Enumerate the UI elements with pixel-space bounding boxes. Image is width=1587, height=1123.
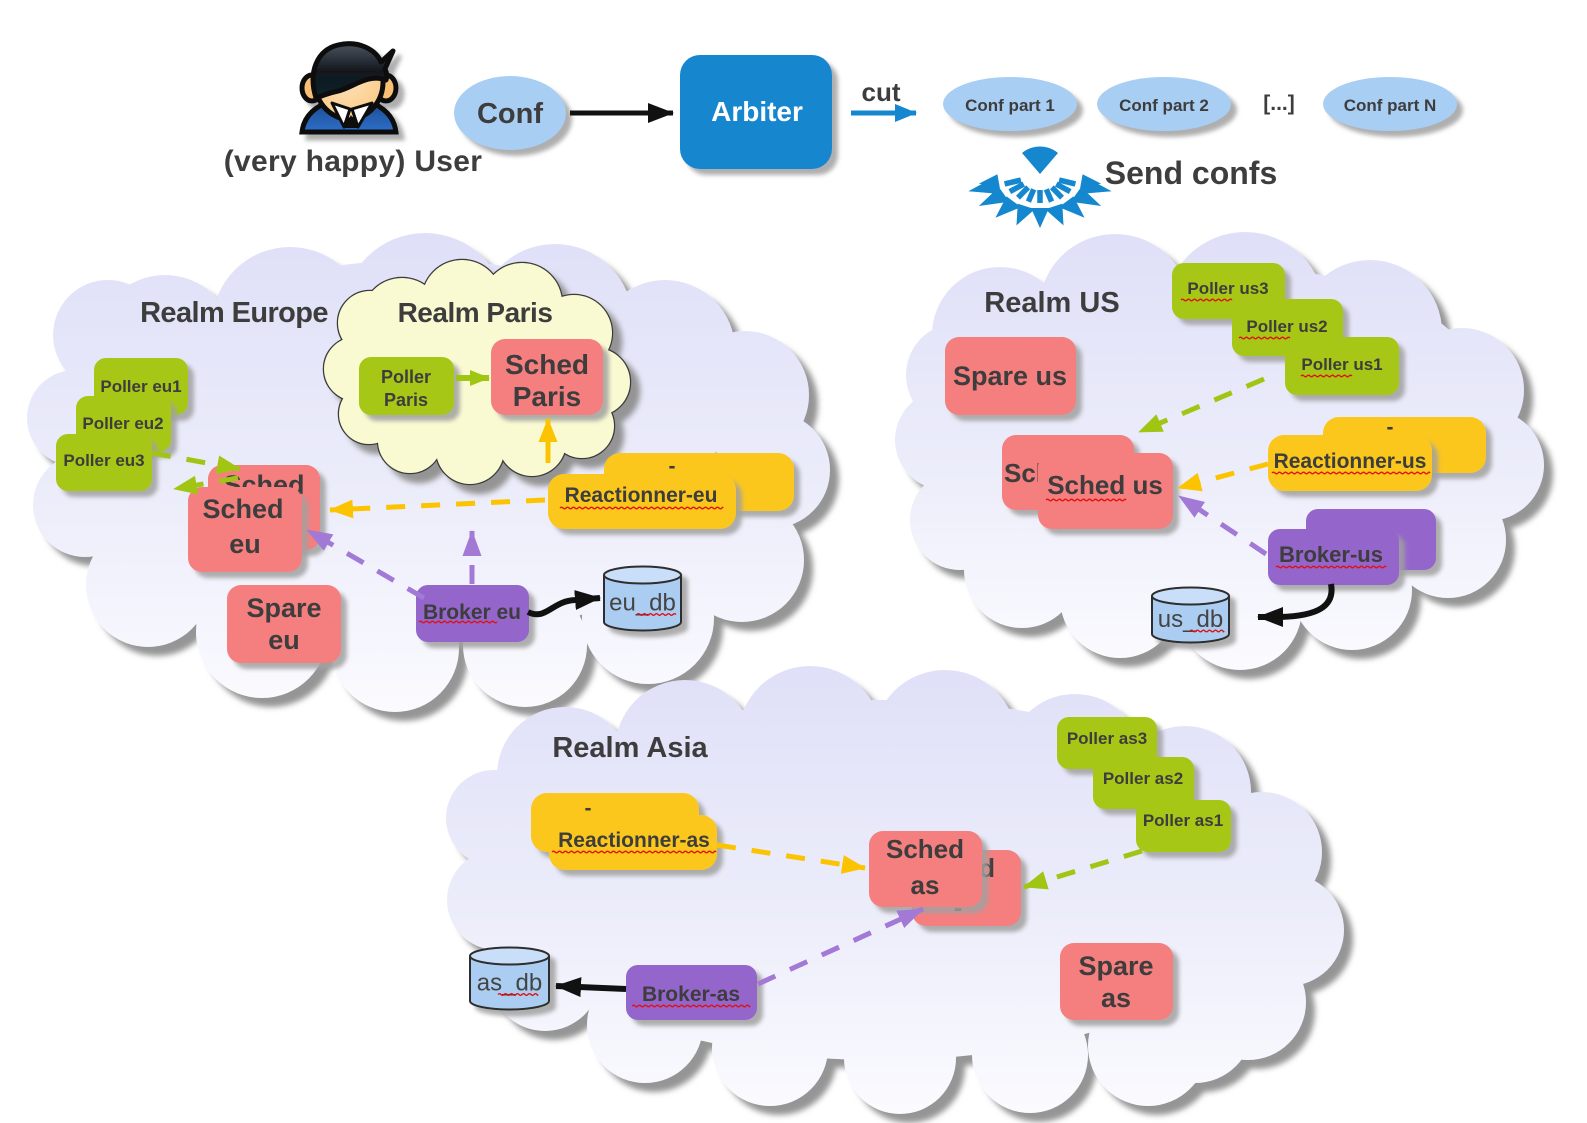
- svg-text:Poller eu3: Poller eu3: [63, 451, 144, 470]
- svg-text:[...]: [...]: [1263, 92, 1295, 115]
- svg-text:-: -: [669, 455, 676, 478]
- svg-text:as_db: as_db: [477, 970, 542, 997]
- svg-text:Broker-as: Broker-as: [642, 983, 740, 1006]
- svg-text:eu: eu: [268, 625, 300, 655]
- svg-text:Poller us3: Poller us3: [1187, 279, 1268, 298]
- svg-text:Broker-us: Broker-us: [1279, 542, 1383, 567]
- svg-text:Conf part 1: Conf part 1: [965, 96, 1055, 115]
- svg-text:Realm Paris: Realm Paris: [398, 297, 553, 328]
- svg-text:Broker eu: Broker eu: [423, 601, 521, 624]
- svg-text:Conf: Conf: [477, 98, 543, 130]
- svg-text:Sched: Sched: [886, 834, 964, 864]
- svg-text:Poller eu1: Poller eu1: [100, 377, 181, 396]
- svg-text:us_db: us_db: [1158, 606, 1223, 633]
- svg-text:Poller: Poller: [381, 367, 431, 387]
- svg-text:as: as: [1101, 983, 1131, 1013]
- svg-text:Paris: Paris: [513, 381, 582, 412]
- svg-text:Spare us: Spare us: [953, 361, 1067, 391]
- svg-text:Realm US: Realm US: [984, 287, 1119, 319]
- svg-text:eu: eu: [229, 529, 261, 559]
- svg-text:Paris: Paris: [384, 390, 428, 410]
- svg-text:Poller as2: Poller as2: [1103, 769, 1183, 788]
- svg-text:Poller us2: Poller us2: [1246, 317, 1327, 336]
- svg-text:Conf part 2: Conf part 2: [1119, 96, 1209, 115]
- svg-text:Spare: Spare: [246, 593, 321, 623]
- svg-text:Reactionner-eu: Reactionner-eu: [565, 484, 718, 507]
- svg-text:Sched: Sched: [505, 349, 589, 380]
- svg-text:Sched us: Sched us: [1047, 470, 1163, 500]
- svg-text:Poller eu2: Poller eu2: [82, 414, 163, 433]
- svg-text:eu_db: eu_db: [609, 590, 676, 617]
- svg-text:Realm Asia: Realm Asia: [552, 732, 708, 764]
- svg-text:Arbiter: Arbiter: [711, 96, 803, 127]
- svg-text:Spare: Spare: [1078, 951, 1153, 981]
- svg-text:Poller us1: Poller us1: [1301, 355, 1382, 374]
- svg-text:-: -: [1387, 416, 1394, 439]
- svg-text:-: -: [585, 797, 592, 820]
- svg-text:as: as: [911, 870, 940, 900]
- svg-text:Sched: Sched: [202, 494, 283, 524]
- svg-text:Reactionner-as: Reactionner-as: [558, 829, 710, 852]
- svg-text:Conf part N: Conf part N: [1344, 96, 1437, 115]
- svg-text:Realm Europe: Realm Europe: [140, 297, 328, 329]
- svg-text:Reactionner-us: Reactionner-us: [1274, 450, 1427, 473]
- svg-text:Poller as3: Poller as3: [1067, 729, 1147, 748]
- svg-text:Poller as1: Poller as1: [1143, 811, 1223, 830]
- svg-text:(very happy) User: (very happy) User: [224, 145, 483, 178]
- svg-text:Send confs: Send confs: [1105, 155, 1277, 191]
- svg-text:cut: cut: [862, 77, 901, 107]
